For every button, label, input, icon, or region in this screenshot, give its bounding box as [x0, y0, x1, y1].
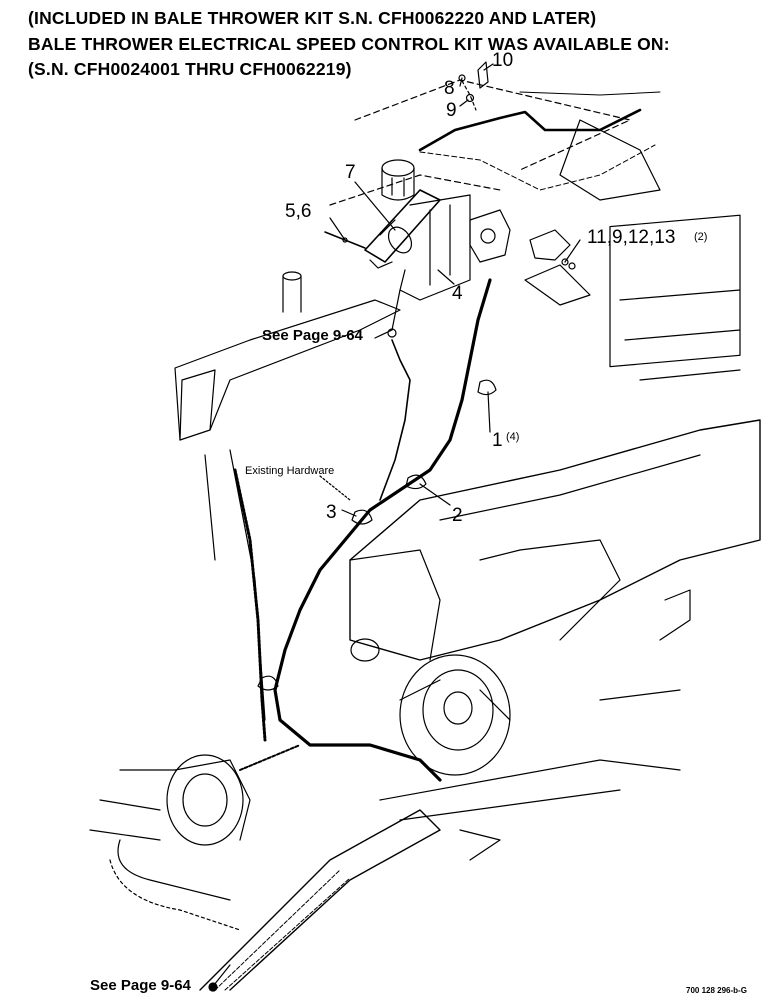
- existing-hardware-note: Existing Hardware: [245, 465, 334, 477]
- callout-3: 3: [326, 502, 337, 523]
- drive-pulley: [399, 654, 511, 776]
- callout-1: 1: [492, 430, 503, 451]
- right-bracket: [529, 229, 571, 261]
- clip-10: [477, 61, 489, 89]
- exploded-view-frame: [354, 79, 631, 171]
- cable-clamp-1: [477, 379, 497, 396]
- see-page-bottom: See Page 9-64: [90, 977, 192, 994]
- header-line-1: (INCLUDED IN BALE THROWER KIT S.N. CFH00…: [28, 8, 597, 28]
- see-page-top: See Page 9-64: [262, 327, 364, 344]
- pivot-block: [469, 209, 511, 263]
- top-post: [282, 271, 302, 281]
- callout-4: 4: [452, 283, 463, 304]
- lower-driveline: [199, 809, 441, 991]
- main-control-cable: [273, 278, 492, 782]
- left-wire: [233, 468, 267, 742]
- callout-10: 10: [492, 50, 513, 71]
- callout-7: 7: [345, 162, 356, 183]
- callout-5-6: 5,6: [285, 201, 311, 222]
- callout-11-9-12-13: 11,9,12,13: [587, 227, 675, 248]
- header-line-3: (S.N. CFH0024001 THRU CFH0062219): [28, 59, 352, 79]
- header-line-2: BALE THROWER ELECTRICAL SPEED CONTROL KI…: [28, 34, 670, 54]
- cable-clamp-2: [405, 474, 427, 490]
- cable-clamp-3: [351, 509, 373, 525]
- mounting-bracket: [399, 194, 471, 301]
- callout-11-9-12-13-qty: (2): [694, 231, 707, 243]
- callout-1-qty: (4): [506, 431, 519, 443]
- callout-8: 8: [444, 78, 455, 99]
- callout-2: 2: [452, 505, 463, 526]
- baler-chassis: [349, 419, 761, 661]
- drawing-code: 700 128 296-b-G: [686, 986, 747, 995]
- left-frame-tube: [174, 299, 401, 441]
- gearbox: [89, 754, 251, 846]
- callout-9: 9: [446, 100, 457, 121]
- nut-9: [465, 93, 475, 103]
